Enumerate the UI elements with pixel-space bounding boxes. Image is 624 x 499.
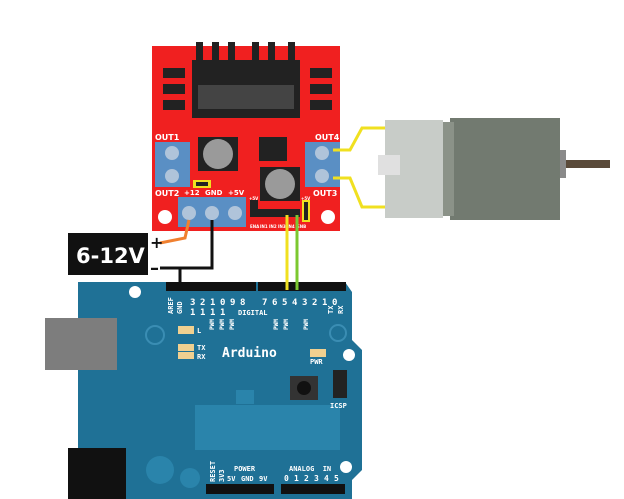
out3-label: OUT3 — [313, 189, 337, 198]
driver-pin-label: IN4 — [287, 224, 295, 229]
power-supply-box — [68, 233, 148, 275]
gnd-terminal-label: GND — [205, 189, 223, 197]
digital-pin-label: 3 — [302, 298, 307, 308]
driver-pin-label: ENB — [297, 224, 306, 229]
analog-label: ANALOG IN — [289, 465, 331, 473]
out1-label: OUT1 — [155, 133, 180, 142]
pwm-label: PWM — [229, 319, 236, 330]
icsp-label: ICSP — [330, 402, 347, 410]
power-pin-5v: 5V — [227, 475, 236, 483]
motor-shaft — [560, 160, 610, 168]
analog-pin-label: 4 — [324, 474, 329, 483]
power-header — [206, 484, 274, 494]
power-pin-9v: 9V — [259, 475, 268, 483]
supply-minus: – — [150, 258, 159, 279]
driver-pin-label: IN2 — [269, 224, 277, 229]
wire-out4-motor — [333, 126, 385, 152]
gnd-label: GND — [176, 301, 184, 314]
driver-pin-label: ENA — [250, 224, 260, 229]
capacitor — [203, 139, 233, 169]
analog-pin-label: 2 — [304, 474, 309, 483]
wire-gnd — [160, 220, 214, 290]
out2-label: OUT2 — [155, 189, 179, 198]
digital-header-high — [166, 282, 256, 291]
led-rx-label: RX — [197, 353, 206, 361]
digital-pin-label: 0 — [332, 298, 337, 308]
aref-label: AREF — [167, 297, 175, 314]
digital-pin-label: 2 — [200, 298, 205, 308]
pwr-label: PWR — [310, 358, 323, 366]
l298n-driver-board: OUT1 OUT2 OUT3 OUT4 +12 GND +5V +5V +5V … — [152, 42, 340, 231]
arduino-logo: Arduino — [222, 346, 277, 361]
digital-header-low — [258, 282, 346, 291]
arduino-board: Arduino DIGITAL L TX RX PWR ICSP AREF GN… — [45, 282, 362, 499]
pwm-label: PWM — [219, 319, 226, 330]
pwm-label: PWM — [209, 319, 216, 330]
digital-pin-label: 1 — [210, 298, 215, 308]
pwm-label: PWM — [283, 319, 290, 330]
digital-pin-label: 3 — [190, 298, 195, 308]
3v3-label: 3V3 — [218, 469, 226, 482]
analog-pin-label: 1 — [294, 474, 299, 483]
power-jack — [68, 448, 126, 499]
digital-pin-label: 1 — [190, 308, 195, 318]
wire-out3-motor — [333, 176, 385, 209]
driver-pin-label: IN3 — [278, 224, 286, 229]
v5-small-label-b: +5V — [301, 196, 311, 201]
v12-label: +12 — [184, 189, 200, 197]
analog-pin-label: 3 — [314, 474, 319, 483]
led-l-label: L — [197, 327, 201, 335]
driver-pin-label: IN1 — [260, 224, 268, 229]
digital-pin-label: 1 — [210, 308, 215, 318]
usb-port — [45, 318, 117, 370]
capacitor — [265, 169, 295, 199]
digital-pin-label: 1 — [322, 298, 327, 308]
digital-pin-label: 1 — [200, 308, 205, 318]
out4-label: OUT4 — [315, 133, 340, 142]
analog-pin-label: 0 — [284, 474, 289, 483]
power-pin-gnd: GND — [241, 475, 254, 483]
digital-pin-label: 8 — [240, 298, 245, 308]
digital-pin-label: 7 — [262, 298, 267, 308]
digital-pin-label: 0 — [220, 298, 225, 308]
v5-label: +5V — [228, 189, 245, 197]
led-tx-label: TX — [197, 344, 206, 352]
power-label: POWER — [234, 465, 256, 473]
reset-label: RESET — [209, 461, 217, 482]
pwm-label: PWM — [303, 319, 310, 330]
digital-pin-label: 2 — [312, 298, 317, 308]
digital-pin-label: 4 — [292, 298, 298, 308]
wires — [159, 126, 385, 290]
rx-label: RX — [337, 305, 345, 314]
v5-small-label: +5V — [249, 196, 259, 201]
icsp-header — [333, 370, 347, 398]
pwm-label: PWM — [273, 319, 280, 330]
analog-header — [281, 484, 345, 494]
dc-motor — [378, 118, 610, 220]
digital-pin-label: 6 — [272, 298, 277, 308]
wire-12v — [159, 219, 191, 245]
digital-pin-label: 1 — [220, 308, 225, 318]
tx-label: TX — [327, 305, 335, 314]
supply-voltage-label: 6-12V — [76, 244, 146, 268]
digital-pin-label: 9 — [230, 298, 235, 308]
analog-pin-label: 5 — [334, 474, 339, 483]
supply-plus: + — [150, 233, 163, 252]
digital-label: DIGITAL — [238, 309, 268, 317]
digital-pin-label: 5 — [282, 298, 287, 308]
